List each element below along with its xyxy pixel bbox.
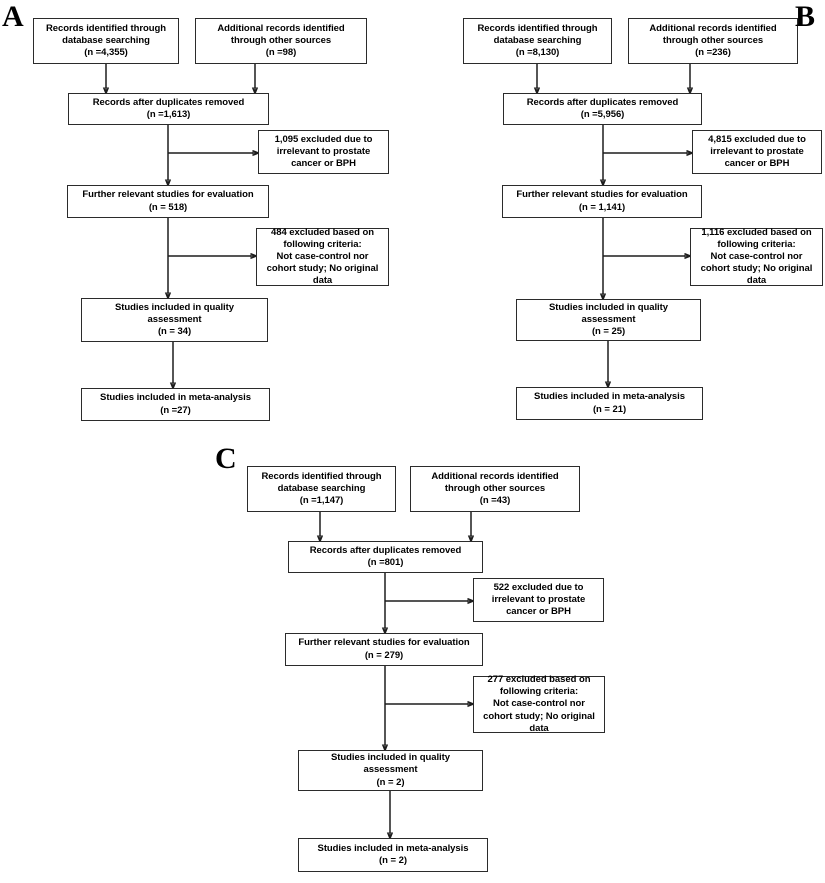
node-text: Further relevant studies for evaluation(… <box>516 189 688 213</box>
node-text: Studies included in meta-analysis(n = 21… <box>534 391 685 415</box>
node-text: Records after duplicates removed(n =5,95… <box>526 96 679 120</box>
node-text: Records after duplicates removed(n =801) <box>309 544 462 568</box>
node-text: Records after duplicates removed(n =1,61… <box>92 96 245 120</box>
a-further-relevant-studies-box: Further relevant studies for evaluation(… <box>67 185 269 218</box>
b-records-after-duplicates-box: Records after duplicates removed(n =5,95… <box>503 93 702 125</box>
node-text: Further relevant studies for evaluation(… <box>298 637 470 661</box>
b-studies-meta-analysis-box: Studies included in meta-analysis(n = 21… <box>516 387 703 420</box>
b-further-relevant-studies-box: Further relevant studies for evaluation(… <box>502 185 702 218</box>
panel-letter-a: A <box>2 0 24 33</box>
c-further-relevant-studies-box: Further relevant studies for evaluation(… <box>285 633 483 666</box>
panel-letter-b: B <box>795 0 816 33</box>
a-records-after-duplicates-box: Records after duplicates removed(n =1,61… <box>68 93 269 125</box>
c-records-after-duplicates-box: Records after duplicates removed(n =801) <box>288 541 483 573</box>
c-studies-meta-analysis-box: Studies included in meta-analysis(n = 2) <box>298 838 488 872</box>
node-text: Studies included in meta-analysis(n = 2) <box>317 842 469 866</box>
node-text: Studies included in meta-analysis(n =27) <box>100 392 251 416</box>
node-text: Further relevant studies for evaluation(… <box>82 189 254 213</box>
panel-letter-c: C <box>215 442 237 475</box>
a-studies-meta-analysis-box: Studies included in meta-analysis(n =27) <box>81 388 270 421</box>
